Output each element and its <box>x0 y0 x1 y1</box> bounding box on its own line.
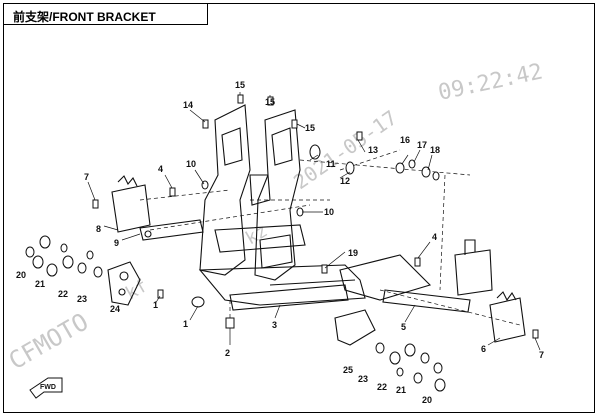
left-bushings <box>25 235 103 278</box>
callout-21-left: 21 <box>35 279 45 289</box>
plate-4-tab <box>464 239 476 255</box>
callout-17: 17 <box>417 140 427 150</box>
plate-8-tabs <box>117 175 138 187</box>
bracket-24-hole-2 <box>118 288 126 296</box>
callout-10-upper: 10 <box>186 159 196 169</box>
callout-7-left: 7 <box>84 172 89 182</box>
main-bracket <box>198 104 432 306</box>
callout-4-right: 4 <box>432 232 437 242</box>
callout-20-left: 20 <box>16 270 26 280</box>
callout-3: 3 <box>272 320 277 330</box>
callout-19: 19 <box>348 248 358 258</box>
callout-6: 6 <box>481 344 486 354</box>
callout-15-top: 15 <box>235 80 245 90</box>
fwd-label: FWD <box>40 384 56 391</box>
tube-hole <box>144 230 152 238</box>
callout-13: 13 <box>368 145 378 155</box>
assembly-guide-lines <box>139 149 521 330</box>
drawing-frame <box>3 3 595 413</box>
callout-9: 9 <box>114 238 119 248</box>
bottom-bushing <box>191 296 235 329</box>
bar-3 <box>229 284 349 311</box>
right-bushings <box>375 342 446 392</box>
callout-8: 8 <box>96 224 101 234</box>
callout-1-bottom: 1 <box>183 319 188 329</box>
bolts <box>92 94 539 339</box>
callout-7-right: 7 <box>539 350 544 360</box>
bracket-6-tabs <box>496 291 517 302</box>
callouts: 1 1 2 3 4 4 5 6 7 7 8 9 10 10 11 12 13 1… <box>16 80 544 405</box>
callout-11: 11 <box>326 159 336 169</box>
fwd-arrow: FWD <box>29 377 63 399</box>
callout-4-left: 4 <box>158 164 163 174</box>
cross-tube <box>139 219 204 241</box>
plate-4 <box>454 249 493 296</box>
callout-22-left: 22 <box>58 289 68 299</box>
callout-15-right: 15 <box>305 123 315 133</box>
bar-5 <box>382 289 471 313</box>
line-art <box>107 104 526 346</box>
watermark-brand: CFMOTO <box>4 308 93 376</box>
callout-1-left: 1 <box>153 300 158 310</box>
callout-25: 25 <box>343 365 353 375</box>
callout-16: 16 <box>400 135 410 145</box>
callout-20-right: 20 <box>422 395 432 405</box>
page-title: 前支架/FRONT BRACKET <box>13 10 156 24</box>
callout-22-right: 22 <box>377 382 387 392</box>
callout-21-right: 21 <box>396 385 406 395</box>
title-block: 前支架/FRONT BRACKET <box>3 3 208 25</box>
bracket-24 <box>107 261 141 306</box>
bracket-6 <box>489 297 526 343</box>
callout-5: 5 <box>401 322 406 332</box>
plate-8 <box>111 184 151 233</box>
callout-2: 2 <box>225 348 230 358</box>
hardware <box>25 94 539 392</box>
callout-24: 24 <box>110 304 120 314</box>
bracket-24-hole <box>119 271 129 281</box>
callout-10-lower: 10 <box>324 207 334 217</box>
callout-12: 12 <box>340 176 350 186</box>
callout-18: 18 <box>430 145 440 155</box>
callout-23-right: 23 <box>358 374 368 384</box>
leader-lines <box>87 92 541 351</box>
callout-15-mid: 15 <box>265 97 275 107</box>
watermark-time: 09:22:42 <box>436 59 545 105</box>
callout-14: 14 <box>183 100 193 110</box>
callout-23-left: 23 <box>77 294 87 304</box>
bracket-25 <box>334 309 376 346</box>
